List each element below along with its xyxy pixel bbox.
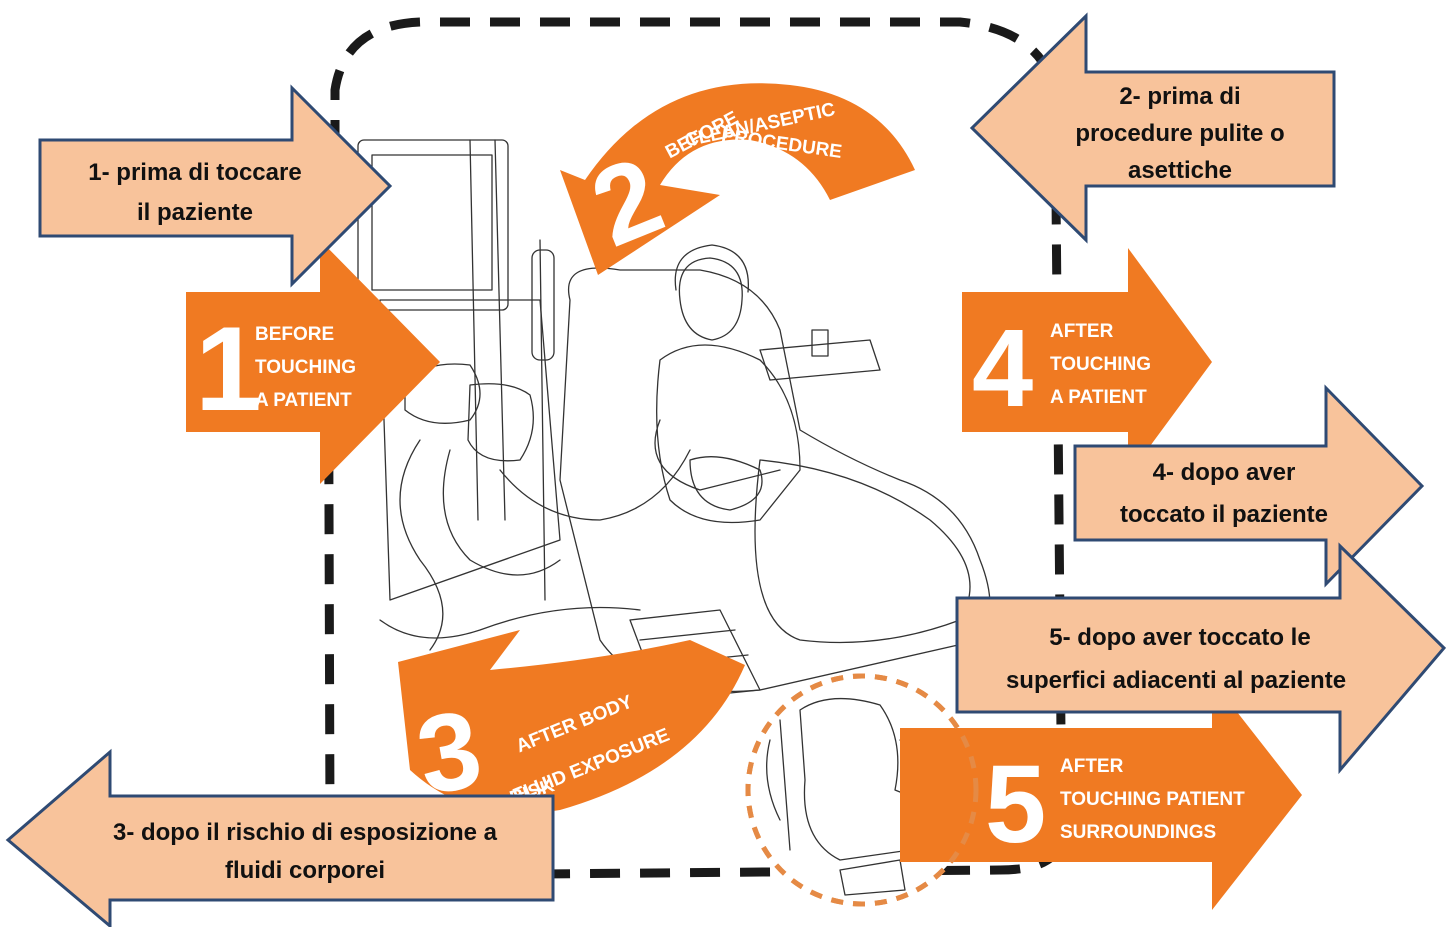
moment-5-english-arrow: 5 AFTER TOUCHING PATIENT SURROUNDINGS [745, 673, 1302, 910]
moment-2-english-curved-arrow: 2 BEFORE CLEAN/ASEPTIC PROCEDURE [560, 83, 915, 275]
moment-2-italian-line-3: asettiche [1128, 157, 1232, 184]
moment-4-italian-arrow: 4- dopo aver toccato il paziente [1073, 384, 1425, 588]
moment-3-italian-line-1: 3- dopo il rischio di esposizione a [113, 819, 498, 846]
moment-4-english-line-1: AFTER [1050, 321, 1114, 342]
moment-2-italian-line-2: procedure pulite o [1075, 120, 1284, 147]
moment-4-english-line-3: A PATIENT [1050, 387, 1147, 408]
moment-1-italian-arrow: 1- prima di toccare il paziente [38, 84, 393, 288]
moment-3-italian-arrow: 3- dopo il rischio di esposizione a flui… [5, 748, 555, 927]
moment-1-english-arrow: 1 BEFORE TOUCHING A PATIENT [186, 240, 440, 484]
moment-1-italian-line-2: il paziente [137, 199, 253, 226]
moment-5-number: 5 [985, 743, 1046, 866]
moment-2-italian-line-1: 2- prima di [1119, 83, 1240, 110]
moment-5-english-line-1: AFTER [1060, 756, 1124, 777]
moment-4-english-arrow: 4 AFTER TOUCHING A PATIENT [962, 248, 1212, 476]
moment-1-italian-line-1: 1- prima di toccare [88, 159, 301, 186]
moment-4-italian-line-1: 4- dopo aver [1153, 459, 1296, 486]
moment-4-number: 4 [972, 307, 1033, 430]
moment-3-italian-line-2: fluidi corporei [225, 857, 385, 884]
moment-5-italian-line-1: 5- dopo aver toccato le [1049, 624, 1310, 651]
moment-1-english-line-2: TOUCHING [255, 357, 356, 378]
moment-5-english-line-2: TOUCHING PATIENT [1060, 789, 1245, 810]
moment-5-italian-line-2: superfici adiacenti al paziente [1006, 667, 1346, 694]
moment-5-italian-arrow: 5- dopo aver toccato le superfici adiace… [955, 542, 1447, 775]
moment-1-english-line-1: BEFORE [255, 324, 334, 345]
moment-1-english-line-3: A PATIENT [255, 390, 352, 411]
moment-2-italian-arrow: 2- prima di procedure pulite o asettiche [969, 12, 1336, 244]
moment-3-english-curved-arrow: 3 AFTER BODY FLUID EXPOSURE RISK [398, 630, 745, 818]
moment-5-english-line-3: SURROUNDINGS [1060, 822, 1216, 843]
moment-4-italian-line-2: toccato il paziente [1120, 501, 1328, 528]
moment-1-number: 1 [195, 302, 262, 436]
moment-4-english-line-2: TOUCHING [1050, 354, 1151, 375]
dialysis-patient-illustration [357, 139, 991, 701]
